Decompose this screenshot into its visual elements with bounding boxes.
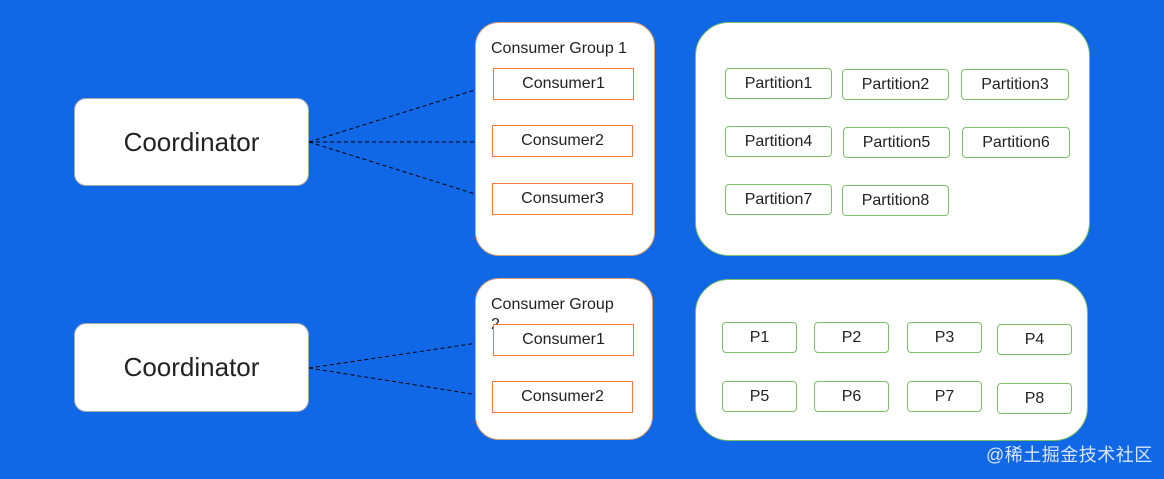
partition-5[interactable]: Partition5 [843,127,950,158]
partition-3[interactable]: Partition3 [961,69,1069,100]
partition-p1[interactable]: P1 [722,322,797,353]
partition-p3[interactable]: P3 [907,322,982,353]
partition-8-label: Partition8 [861,191,930,209]
partition-p7-label: P7 [934,387,955,405]
partition-p4[interactable]: P4 [997,324,1072,355]
partition-p7[interactable]: P7 [907,381,982,412]
partition-7-label: Partition7 [744,190,813,208]
partition-7[interactable]: Partition7 [725,184,832,215]
consumer-top-1-label: Consumer1 [522,75,605,92]
partition-p2-label: P2 [841,328,862,346]
partition-p5-label: P5 [749,387,770,405]
partition-p8[interactable]: P8 [997,383,1072,414]
arrow-top-consumer3 [308,141,492,201]
consumer-top-2-label: Consumer2 [521,132,604,149]
partition-4-label: Partition4 [744,132,813,150]
partition-1[interactable]: Partition1 [725,68,832,99]
partition-area-bottom [695,279,1088,441]
partition-6-label: Partition6 [982,133,1050,151]
consumer-bottom-2[interactable]: Consumer2 [492,381,633,413]
consumer-top-1[interactable]: Consumer1 [493,68,634,100]
watermark-text: @稀土掘金技术社区 [986,445,1153,465]
coordinator-bottom[interactable]: Coordinator [74,323,309,412]
coordinator-top[interactable]: Coordinator [74,98,309,186]
partition-p1-label: P1 [749,328,770,346]
partition-5-label: Partition5 [862,133,931,151]
consumer-group-2-title: Consumer Group 2 [491,296,614,333]
partition-p6[interactable]: P6 [814,381,889,412]
consumer-group-2 [475,278,653,440]
arrow-top-consumer1 [308,83,492,143]
partition-p5[interactable]: P5 [722,381,797,412]
consumer-top-3[interactable]: Consumer3 [492,183,633,215]
consumer-bottom-1-label: Consumer1 [522,331,605,348]
partition-p8-label: P8 [1024,389,1045,407]
partition-8[interactable]: Partition8 [842,185,949,216]
coordinator-top-label: Coordinator [123,126,260,157]
partition-2[interactable]: Partition2 [842,69,949,100]
arrow-bottom-consumer1 [308,338,492,369]
partition-p4-label: P4 [1024,330,1045,348]
coordinator-bottom-label: Coordinator [123,352,260,382]
partition-3-label: Partition3 [981,75,1049,93]
partition-p3-label: P3 [934,328,955,346]
partition-1-label: Partition1 [744,74,813,92]
partition-p6-label: P6 [841,387,862,405]
partition-4[interactable]: Partition4 [725,126,832,157]
partition-p2[interactable]: P2 [814,322,889,353]
partition-6[interactable]: Partition6 [962,127,1070,158]
arrow-bottom-consumer2 [308,367,492,400]
consumer-top-3-label: Consumer3 [521,190,604,207]
partition-2-label: Partition2 [861,75,930,93]
consumer-top-2[interactable]: Consumer2 [492,125,633,157]
consumer-bottom-1[interactable]: Consumer1 [493,324,634,356]
consumer-group-1-title: Consumer Group 1 [491,40,628,57]
consumer-bottom-2-label: Consumer2 [521,388,604,405]
